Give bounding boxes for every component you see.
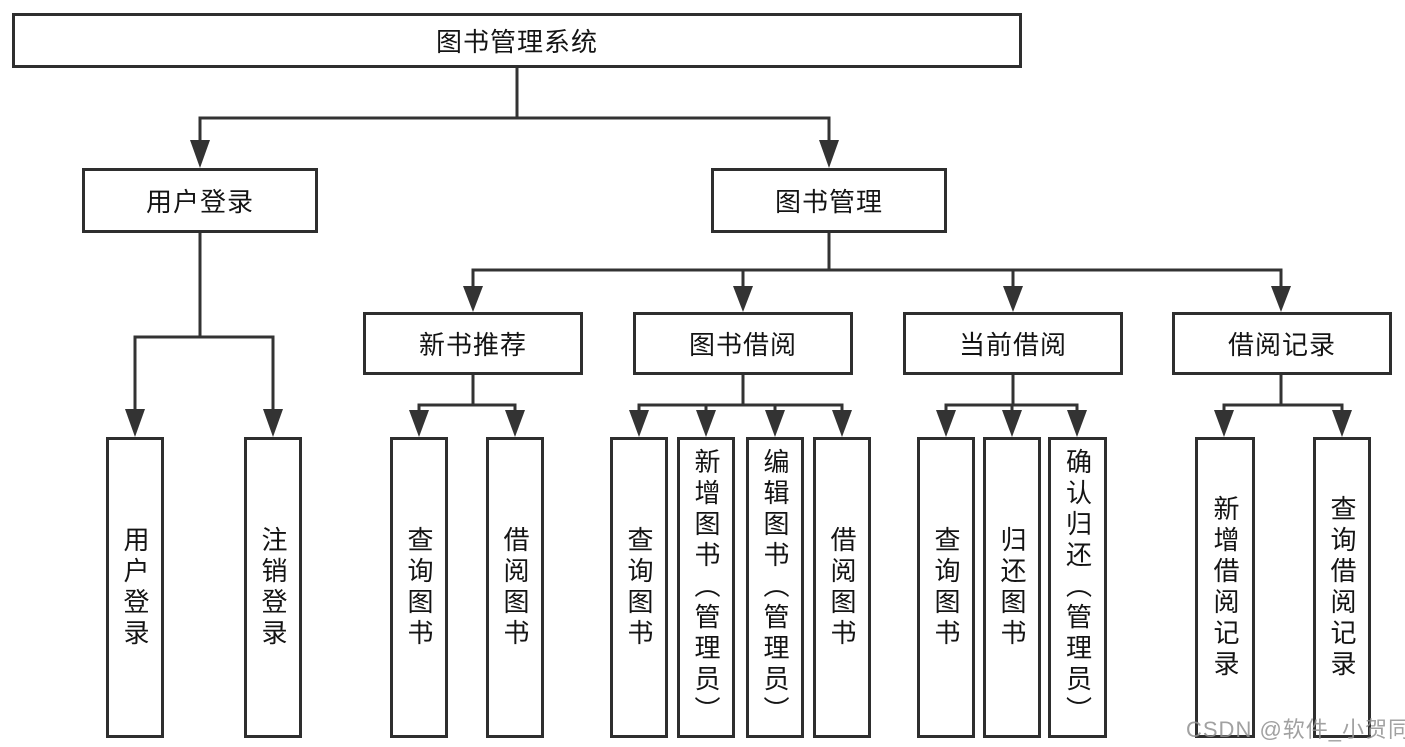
node-book-borrow: 图书借阅 bbox=[633, 312, 853, 375]
leaf-bb-edit-books-admin: 编辑图书（管理员） bbox=[746, 437, 804, 738]
leaf-br-add-borrow-record: 新增借阅记录 bbox=[1195, 437, 1255, 738]
node-book-management: 图书管理 bbox=[711, 168, 947, 233]
node-current-borrow: 当前借阅 bbox=[903, 312, 1123, 375]
node-new-book-recommend: 新书推荐 bbox=[363, 312, 583, 375]
watermark-text: CSDN @软件_小贺同学 bbox=[1186, 717, 1405, 742]
leaf-br-query-borrow-record: 查询借阅记录 bbox=[1313, 437, 1371, 738]
arrowheads bbox=[125, 140, 1352, 437]
node-user-login: 用户登录 bbox=[82, 168, 318, 233]
leaf-nb-borrow-books: 借阅图书 bbox=[486, 437, 544, 738]
leaf-cb-return-books: 归还图书 bbox=[983, 437, 1041, 738]
node-borrow-records: 借阅记录 bbox=[1172, 312, 1392, 375]
leaf-bb-add-books-admin: 新增图书（管理员） bbox=[677, 437, 735, 738]
leaf-cb-confirm-return-admin: 确认归还（管理员） bbox=[1048, 437, 1107, 738]
leaf-user-login: 用户登录 bbox=[106, 437, 164, 738]
leaf-bb-borrow-books: 借阅图书 bbox=[813, 437, 871, 738]
leaf-nb-query-books: 查询图书 bbox=[390, 437, 448, 738]
node-library-system-root: 图书管理系统 bbox=[12, 13, 1022, 68]
leaf-logout: 注销登录 bbox=[244, 437, 302, 738]
leaf-cb-query-books: 查询图书 bbox=[917, 437, 975, 738]
leaf-bb-query-books: 查询图书 bbox=[610, 437, 668, 738]
